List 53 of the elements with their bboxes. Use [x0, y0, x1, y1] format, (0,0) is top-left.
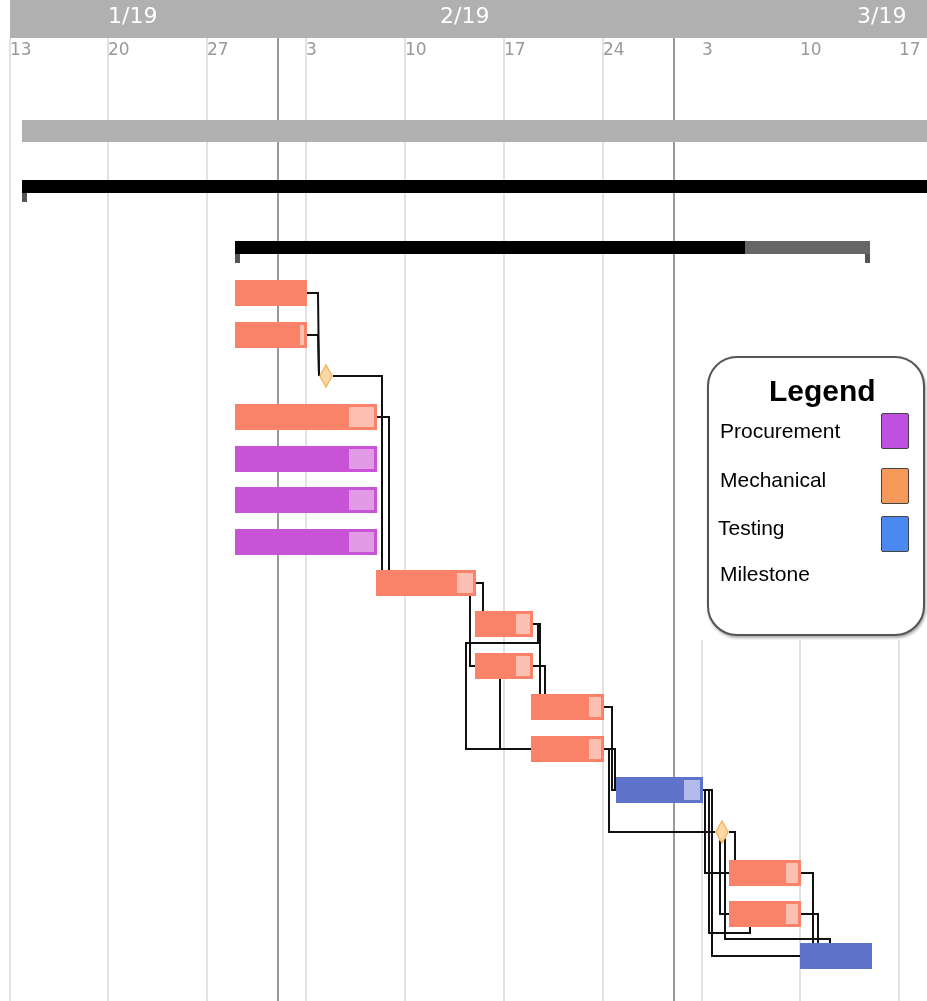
- dependency-line: [728, 831, 736, 861]
- dependency-line: [469, 595, 476, 667]
- day-label: 17: [899, 40, 921, 59]
- task-bar: [729, 860, 801, 886]
- task-bar: [475, 611, 533, 637]
- legend-label: Testing: [718, 516, 785, 540]
- task-bar: [531, 736, 604, 762]
- month-label: 3/19: [857, 4, 907, 29]
- dependency-line: [719, 839, 730, 915]
- dependency-line: [603, 706, 617, 791]
- dependency-line: [532, 665, 546, 695]
- task-bar: [235, 487, 377, 513]
- day-label: 17: [504, 40, 526, 59]
- task-bar: [235, 446, 377, 472]
- task-bar: [376, 570, 476, 596]
- task-bar: [800, 943, 872, 969]
- task-bar: [616, 777, 703, 803]
- dependency-line: [724, 837, 831, 944]
- legend-label: Procurement: [720, 419, 841, 443]
- day-label: 27: [207, 40, 229, 59]
- dependency-line: [499, 678, 532, 750]
- day-label: 20: [108, 40, 130, 59]
- day-label: 3: [702, 40, 713, 59]
- month-label: 2/19: [440, 4, 490, 29]
- legend-label: Mechanical: [720, 468, 827, 492]
- task-bar: [729, 901, 801, 927]
- day-label: 10: [800, 40, 822, 59]
- milestone-diamond: [715, 820, 729, 844]
- task-bar: [235, 404, 377, 430]
- task-bar: [531, 694, 604, 720]
- summary-bar: [22, 120, 927, 142]
- dependency-line: [332, 375, 383, 571]
- dependency-line: [306, 334, 320, 377]
- legend-label: Milestone: [720, 562, 810, 586]
- task-bar: [235, 280, 307, 306]
- task-bar: [235, 322, 307, 348]
- legend-title: Legend: [769, 374, 876, 408]
- summary-bracket: [22, 179, 927, 202]
- milestone-diamond: [319, 364, 333, 388]
- day-label: 13: [10, 40, 32, 59]
- dependency-line: [800, 872, 814, 944]
- dependency-line: [800, 913, 819, 944]
- day-label: 10: [405, 40, 427, 59]
- dependency-line: [465, 623, 539, 750]
- task-bar: [235, 529, 377, 555]
- month-label: 1/19: [108, 4, 158, 29]
- day-label: 24: [603, 40, 625, 59]
- dependency-line: [702, 789, 730, 874]
- day-label: 3: [306, 40, 317, 59]
- summary-bracket: [235, 240, 870, 263]
- dependency-line: [376, 416, 390, 571]
- task-bar: [475, 653, 533, 679]
- dependency-line: [475, 582, 484, 612]
